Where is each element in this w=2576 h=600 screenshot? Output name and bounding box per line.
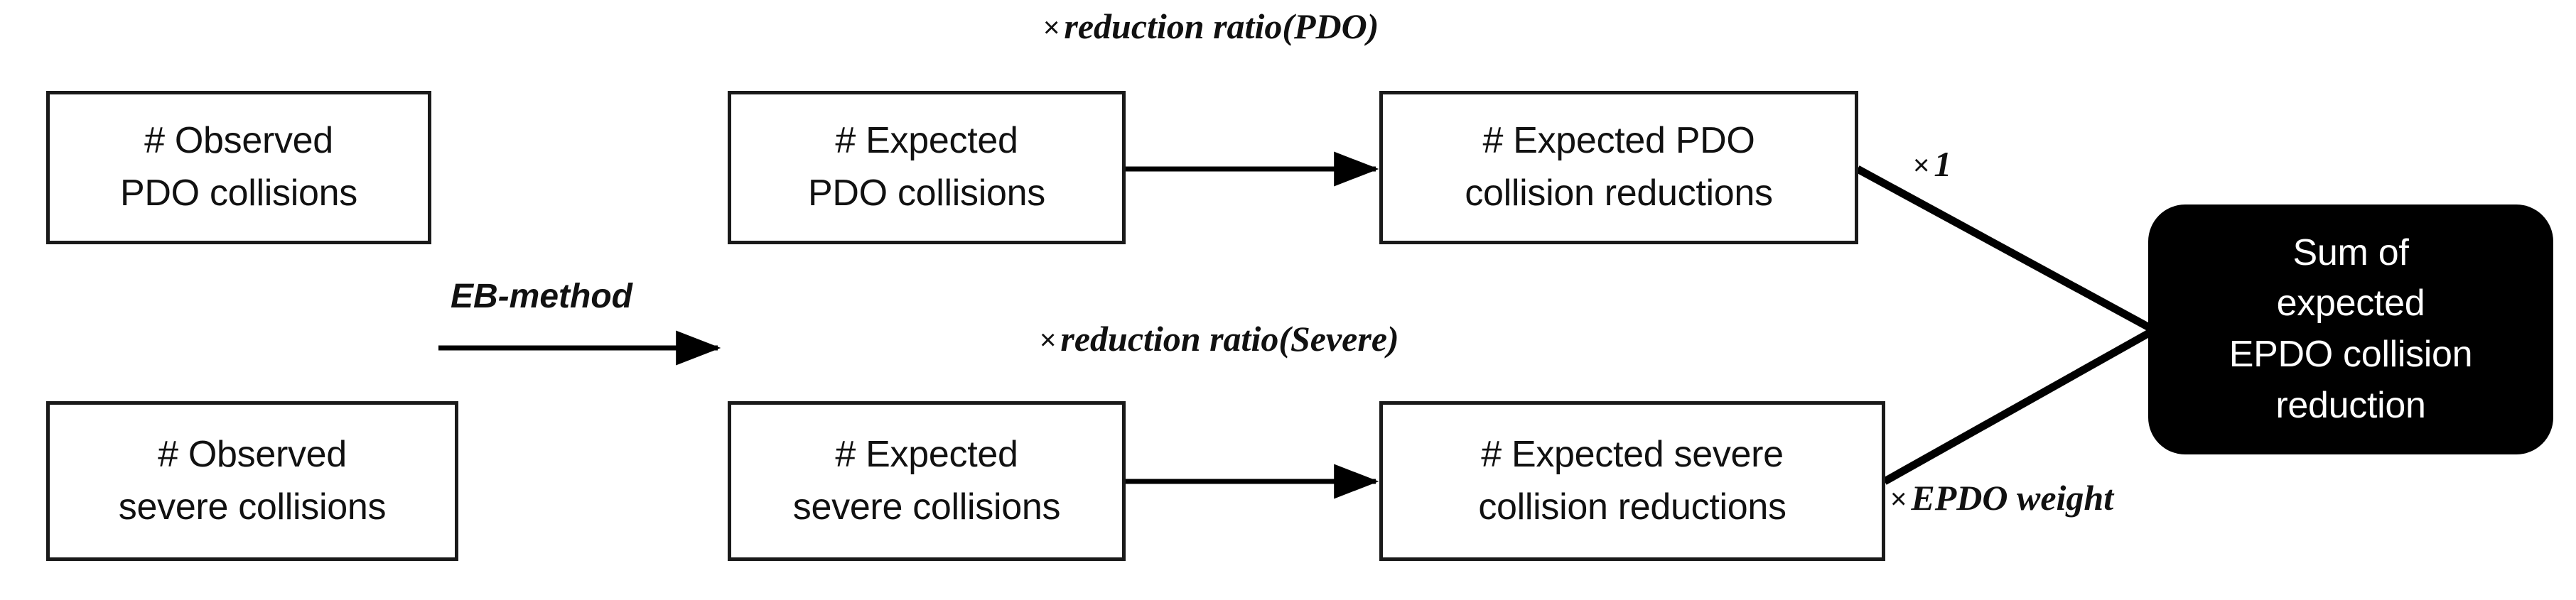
multiply-operator-icon: × [1890,484,1907,515]
box-expected-severe-reductions[interactable]: # Expected severe collision reductions [1379,401,1885,561]
box-observed-severe[interactable]: # Observed severe collisions [46,401,458,561]
box-expected-pdo[interactable]: # Expected PDO collisions [728,91,1126,244]
box-observed-pdo-line-2: PDO collisions [120,173,357,214]
merge-line-pdo [1855,165,2152,332]
box-expected-severe-line-2: severe collisions [792,486,1061,528]
label-epdo-weight-text: EPDO weight [1911,478,2114,518]
label-epdo-weight: ×EPDO weight [1890,477,2113,518]
label-multiply-one: ×1 [1913,143,1951,185]
multiply-operator-icon: × [1913,150,1930,181]
label-reduction-ratio-pdo: ×reduction ratio(PDO) [1043,6,1379,47]
box-observed-pdo-line-1: # Observed [144,120,333,162]
box-observed-pdo[interactable]: # Observed PDO collisions [46,91,431,244]
multiply-operator-icon: × [1040,324,1057,356]
box-expected-pdo-reductions[interactable]: # Expected PDO collision reductions [1379,91,1858,244]
label-eb-method: EB-method [451,278,632,315]
label-multiply-one-text: 1 [1934,144,1952,184]
box-expected-pdo-line-1: # Expected [835,120,1018,162]
box-sum-epdo-line-3: EPDO collision [2229,334,2473,375]
box-expected-pdo-line-2: PDO collisions [808,173,1045,214]
box-sum-epdo-line-2: expected [2276,283,2425,324]
box-sum-epdo-reduction[interactable]: Sum of expected EPDO collision reduction [2148,204,2553,454]
box-observed-severe-line-2: severe collisions [118,486,387,528]
box-expected-severe-reductions-line-2: collision reductions [1478,486,1787,528]
label-reduction-ratio-severe-text: reduction ratio(Severe) [1060,319,1399,359]
multiply-operator-icon: × [1043,12,1060,43]
label-reduction-ratio-pdo-text: reduction ratio(PDO) [1064,6,1379,46]
box-sum-epdo-line-4: reduction [2275,384,2426,426]
label-reduction-ratio-severe: ×reduction ratio(Severe) [1040,318,1399,359]
box-expected-pdo-reductions-line-2: collision reductions [1465,173,1773,214]
box-observed-severe-line-1: # Observed [158,433,347,475]
box-expected-severe-reductions-line-1: # Expected severe [1481,433,1784,475]
merge-line-severe [1882,329,2152,485]
box-expected-pdo-reductions-line-1: # Expected PDO [1482,120,1755,162]
box-expected-severe[interactable]: # Expected severe collisions [728,401,1126,561]
box-sum-epdo-line-1: Sum of [2292,231,2409,273]
box-expected-severe-line-1: # Expected [835,433,1018,475]
